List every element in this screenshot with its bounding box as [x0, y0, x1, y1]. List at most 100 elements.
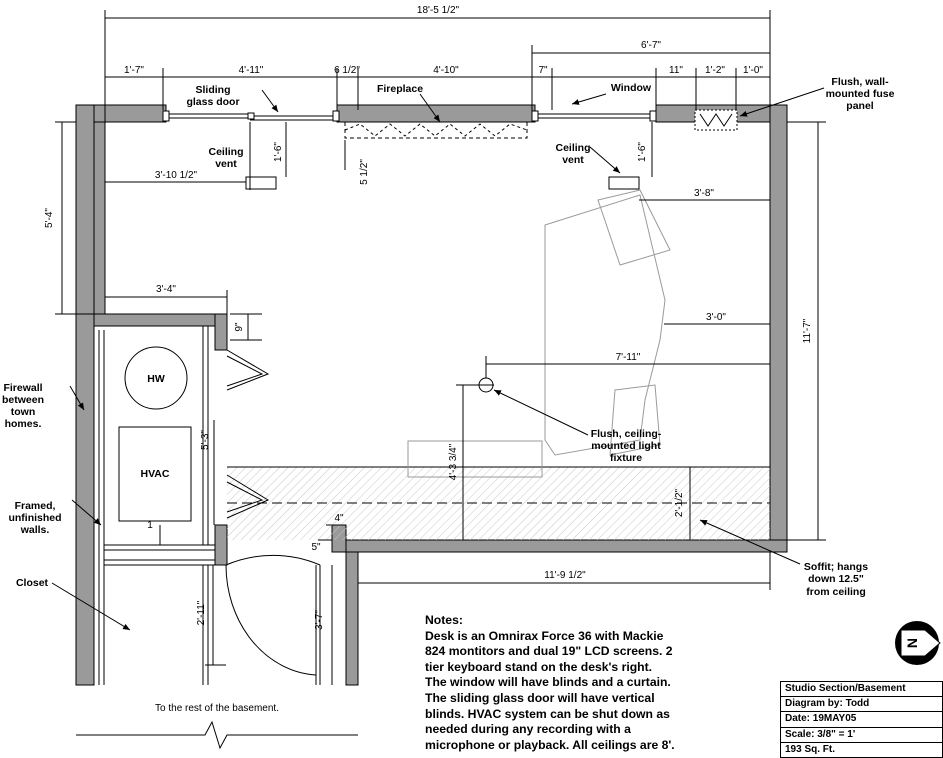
dim-vent-right-drop: 1'-6" [637, 142, 648, 162]
bifold-door-lower [226, 474, 270, 519]
label-vent-right-2: vent [562, 154, 584, 166]
label-soffit-2: down 12.5" [808, 573, 864, 585]
dim-hvac-height: 5'-3" [200, 430, 211, 450]
dim-bottom-width: 11'-9 1/2" [544, 570, 586, 581]
title-block-area: 193 Sq. Ft. [785, 743, 836, 755]
desk [407, 189, 671, 478]
dim-right-vent-offset: 3'-8" [694, 188, 714, 199]
title-block-scale: Scale: 3/8" = 1' [781, 728, 942, 743]
notes-line: microphone or playback. All ceilings are… [425, 737, 675, 752]
label-hvac: HVAC [141, 468, 170, 480]
top-wall-fireplace [336, 104, 536, 123]
break-line [76, 720, 358, 750]
water-heater [124, 346, 188, 410]
dim-vent-left-offset: 3'-10 1/2" [155, 170, 198, 181]
closet-right-wall-bottom [214, 524, 228, 566]
label-framed-3: walls. [20, 524, 50, 536]
sliding-glass-door [162, 110, 340, 122]
label-fireplace: Fireplace [377, 83, 423, 95]
dim-seg4: 4'-10" [433, 65, 459, 76]
dim-seg5: 7" [538, 65, 548, 76]
closet-top-wall [93, 313, 228, 327]
label-firewall-3: town [11, 406, 36, 418]
right-wall [769, 104, 788, 551]
label-light-2: mounted light [591, 440, 661, 452]
notes-line: blinds. HVAC system can be shut down as [425, 706, 670, 721]
title-block-date: Date: 19MAY05 [781, 712, 942, 728]
dim-desk-offset: 3'-0" [706, 312, 726, 323]
label-light-3: fixture [610, 452, 642, 464]
dim-fireplace-depth: 5 1/2" [359, 159, 370, 185]
fireplace-hearth [344, 121, 528, 139]
bottom-wall [331, 539, 788, 553]
label-rest-of-basement: To the rest of the basement. [155, 703, 279, 714]
walls [75, 104, 788, 686]
label-sliding-door-2: glass door [186, 96, 239, 108]
notes-heading: Notes: [425, 613, 463, 627]
dim-light-offset: 7'-11" [616, 352, 641, 363]
swing-door [225, 554, 321, 685]
label-framed-1: Framed, [15, 500, 56, 512]
dimension-lines [55, 10, 826, 685]
label-closet: Closet [16, 577, 49, 589]
label-framed-2: unfinished [8, 512, 61, 524]
closet-right-wall-top [214, 313, 228, 351]
label-vent-left-1: Ceiling [208, 146, 243, 158]
compass-letter: N [904, 638, 920, 648]
notes-line: needed during any recording with a [425, 722, 631, 737]
window [531, 110, 657, 122]
hall-wall [345, 551, 359, 686]
dim-right-height: 11'-7" [802, 318, 813, 343]
label-firewall-2: between [2, 394, 44, 406]
dim-seg1: 1'-7" [124, 65, 144, 76]
notes-line: 824 montitors and dual 19" LCD screens. … [425, 644, 673, 659]
label-soffit-3: from ceiling [806, 586, 866, 598]
label-soffit-1: Soffit; hangs [804, 561, 868, 573]
notes-line: The window will have blinds and a curtai… [425, 675, 671, 690]
label-vent-right-1: Ceiling [555, 142, 590, 154]
label-sliding-door-1: Sliding [196, 84, 231, 96]
ceiling-vent-right [608, 176, 640, 190]
title-block-title: Studio Section/Basement [781, 682, 942, 698]
dim-seg2: 4'-11" [239, 65, 264, 76]
dim-closet-offset: 3'-4" [156, 284, 176, 295]
ceiling-vent-left [245, 176, 277, 190]
dim-soffit-depth: 2'-1/2" [674, 488, 685, 517]
label-hw: HW [147, 373, 165, 385]
notes-line: Desk is an Omnirax Force 36 with Mackie [425, 628, 664, 643]
dim-five-in: 5" [311, 542, 321, 553]
dim-seg7: 1'-2" [705, 65, 725, 76]
dim-door-2-11: 2'-11" [196, 600, 207, 625]
label-window: Window [611, 82, 652, 94]
notes-line: The sliding glass door will have vertica… [425, 690, 655, 705]
label-light-1: Flush, ceiling- [591, 428, 662, 440]
dim-one: 1 [147, 520, 153, 531]
dim-door-3-7: 3'-7" [314, 610, 325, 630]
label-vent-left-2: vent [215, 158, 237, 170]
dim-overall-width: 18'-5 1/2" [417, 5, 460, 16]
dim-seg6: 11" [669, 65, 683, 76]
dim-right-span: 6'-7" [641, 40, 661, 51]
fuse-panel [694, 109, 738, 131]
dim-seg8: 1'-0" [743, 65, 763, 76]
soffit [227, 466, 770, 540]
label-firewall-1: Firewall [3, 382, 42, 394]
title-block: Studio Section/Basement Diagram by: Todd… [780, 681, 943, 758]
dim-vent-left-drop: 1'-6" [273, 142, 284, 162]
label-fuse-1: Flush, wall- [831, 76, 889, 88]
bifold-door-upper [226, 349, 270, 391]
dim-seg3: 6 1/2" [334, 65, 360, 76]
dim-closet-wall: 9" [234, 322, 245, 332]
firewall [75, 104, 95, 686]
dim-four-in: 4" [334, 513, 344, 524]
leader-lines [51, 87, 825, 631]
left-inner-wall [93, 121, 106, 327]
notes-block: Notes: Desk is an Omnirax Force 36 with … [425, 613, 725, 753]
notes-line: tier keyboard stand on the desk's right. [425, 659, 653, 674]
title-block-author: Diagram by: Todd [781, 697, 942, 713]
hvac-unit [118, 426, 192, 522]
north-arrow-icon: N [895, 621, 941, 665]
label-firewall-4: homes. [5, 418, 42, 430]
dim-light-height: 4'-3 3/4" [448, 443, 459, 480]
